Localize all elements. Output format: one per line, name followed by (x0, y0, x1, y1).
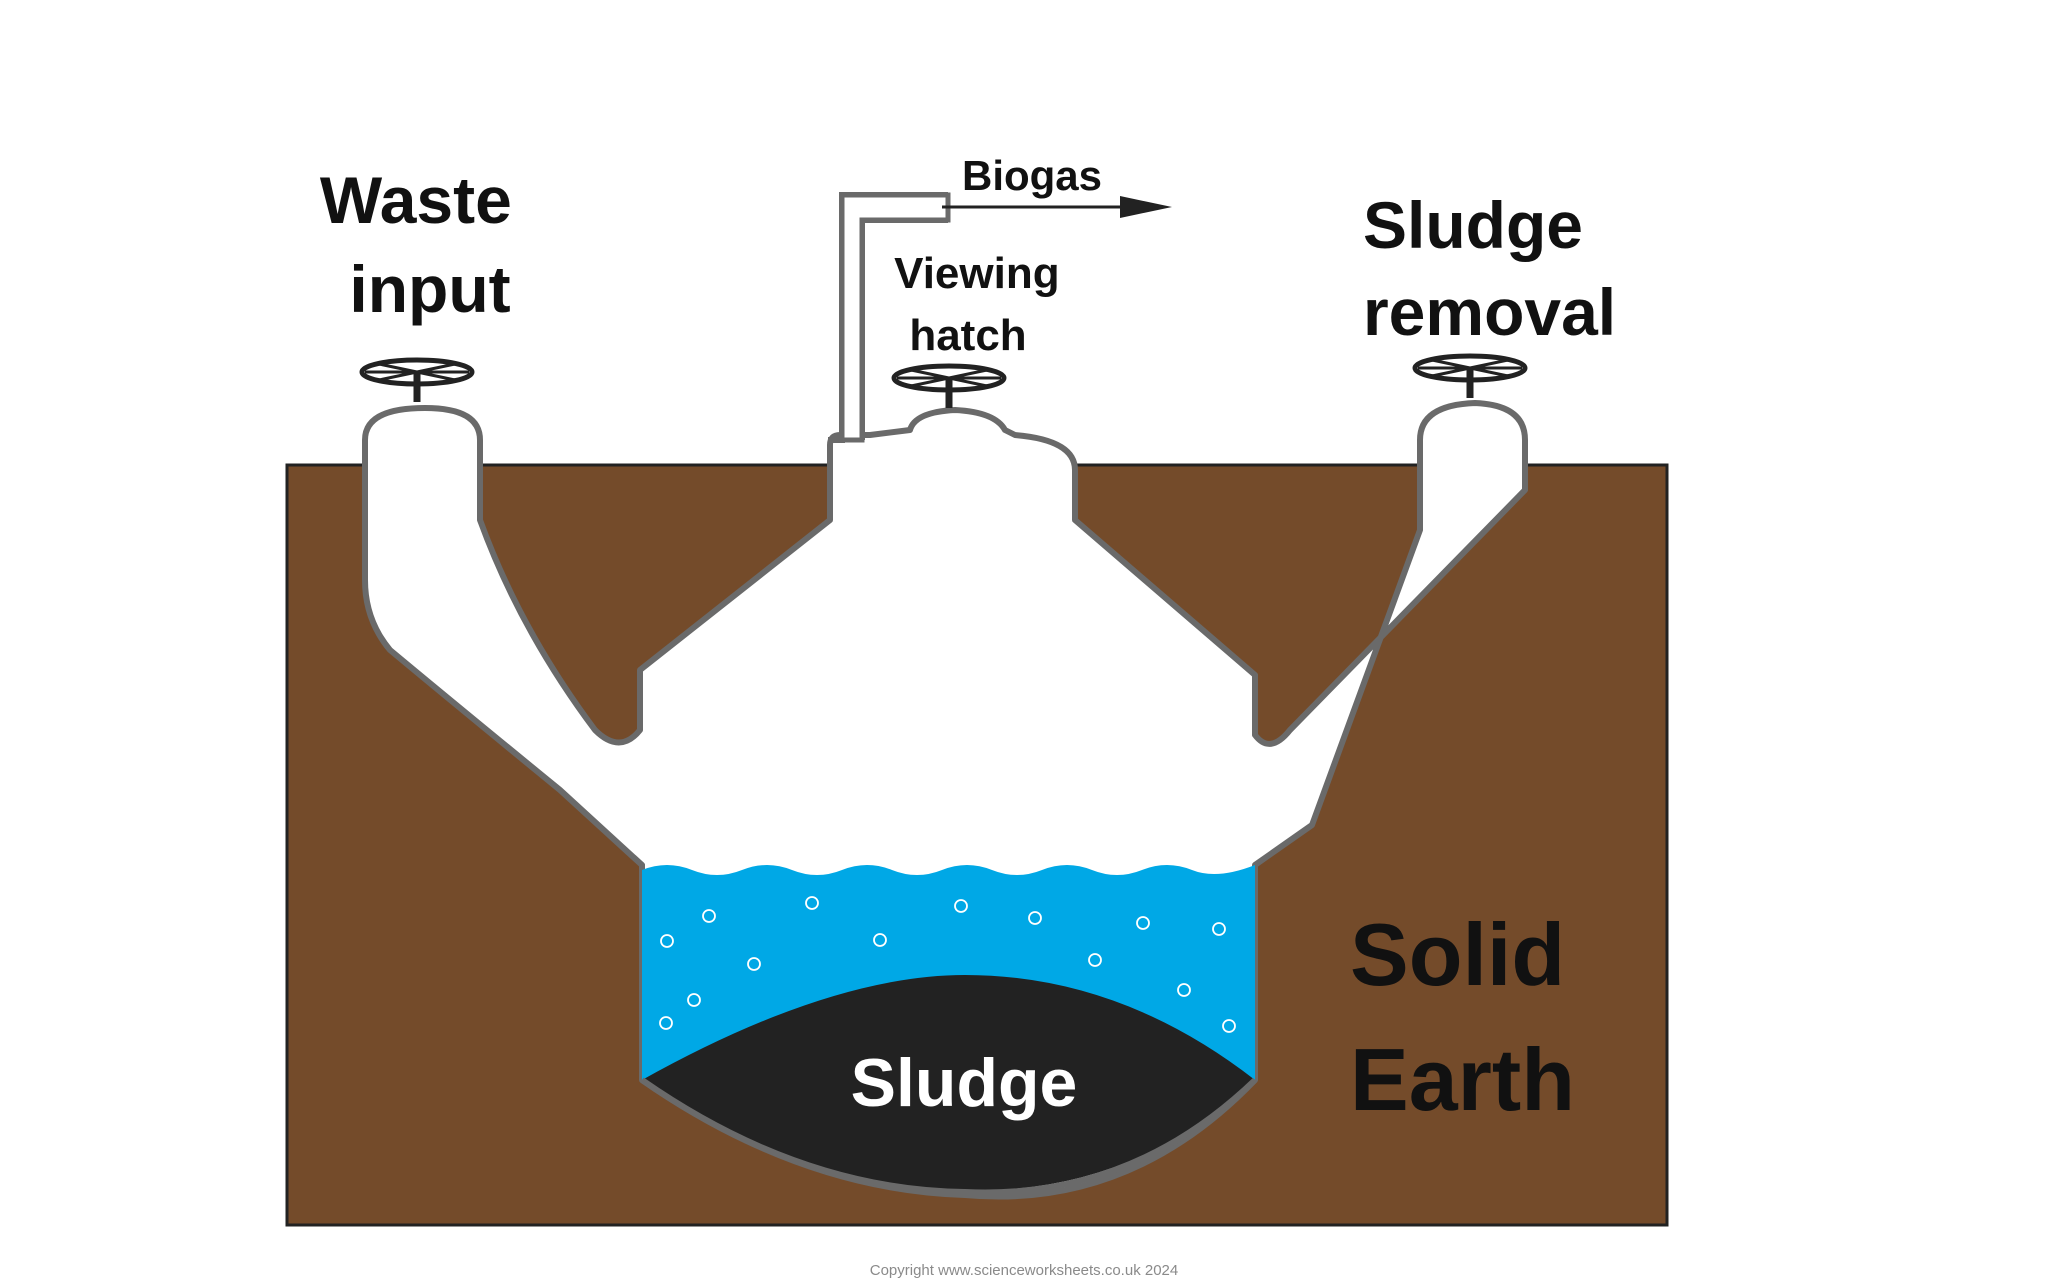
viewing-hatch-label: Viewing hatch (894, 249, 1072, 360)
biogas-label: Biogas (962, 152, 1102, 199)
valve-wheel-icon (1415, 356, 1525, 398)
biogas-pipe-inner (839, 192, 951, 443)
solid-earth-label: Solid Earth (1350, 905, 1590, 1129)
sludge-removal-label: Sludge removal (1363, 188, 1616, 349)
arrow-right-icon (942, 196, 1172, 218)
valve-wheel-icon (894, 366, 1004, 408)
waste-input-label: Waste input (320, 163, 530, 326)
valve-wheel-icon (362, 360, 472, 402)
sludge-label: Sludge (851, 1045, 1078, 1121)
gas-bubbles (659, 896, 1236, 1033)
sludge-layer (642, 975, 1255, 1191)
copyright-notice: Copyright www.scienceworksheets.co.uk 20… (869, 1262, 1179, 1279)
